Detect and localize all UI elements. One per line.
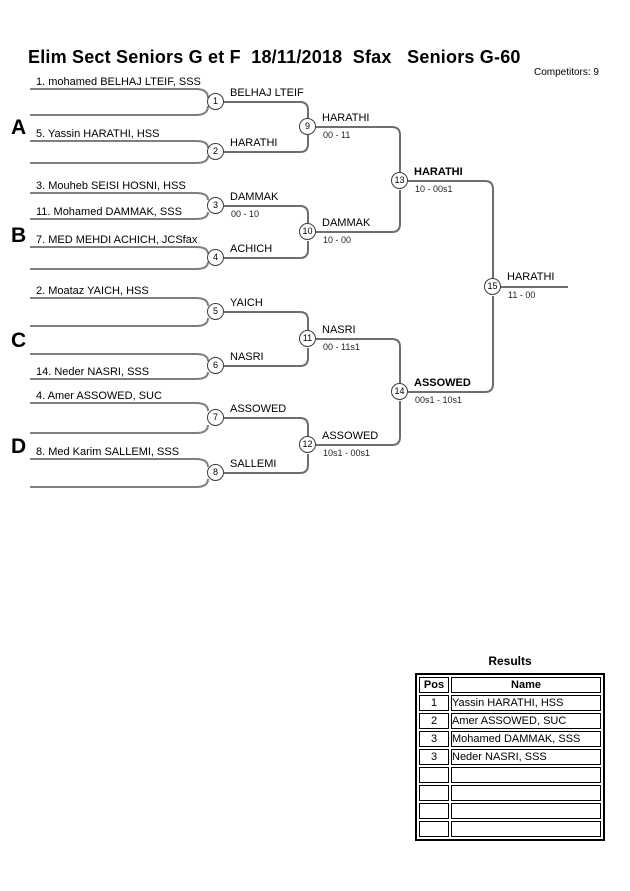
player-entry: 8. Med Karim SALLEMI, SSS — [36, 446, 180, 458]
table-row — [419, 767, 601, 783]
match-6-winner: NASRI — [230, 351, 264, 363]
match-12-badge: 12 — [299, 436, 316, 453]
table-row: 1 Yassin HARATHI, HSS — [419, 695, 601, 711]
results-title: Results — [488, 654, 532, 668]
player-entry: 2. Moataz YAICH, HSS — [36, 285, 149, 297]
cell-pos: 2 — [419, 713, 449, 729]
player-entry: 1. mohamed BELHAJ LTEIF, SSS — [36, 76, 201, 88]
player-entry: 11. Mohamed DAMMAK, SSS — [36, 206, 182, 218]
match-9-badge: 9 — [299, 118, 316, 135]
competitors-count: Competitors: 9 — [533, 67, 599, 78]
match-12-score: 10s1 - 00s1 — [323, 448, 371, 458]
match-1-winner: BELHAJ LTEIF — [230, 87, 304, 99]
table-row: 3 Mohamed DAMMAK, SSS — [419, 731, 601, 747]
cell-name: Yassin HARATHI, HSS — [451, 695, 601, 711]
match-14-winner: ASSOWED — [414, 377, 471, 389]
match-15-score: 11 - 00 — [508, 290, 536, 300]
player-entry: 3. Mouheb SEISI HOSNI, HSS — [36, 180, 186, 192]
cell-pos — [419, 821, 449, 837]
player-entry: 7. MED MEHDI ACHICH, JCSfax — [36, 234, 198, 246]
player-entry: 14. Neder NASRI, SSS — [36, 366, 150, 378]
match-15-winner: HARATHI — [507, 271, 555, 283]
player-entry: 4. Amer ASSOWED, SUC — [36, 390, 162, 402]
match-10-winner: DAMMAK — [322, 217, 371, 229]
match-3-badge: 3 — [207, 197, 224, 214]
col-header-pos: Pos — [419, 677, 449, 693]
cell-pos — [419, 803, 449, 819]
cell-pos: 3 — [419, 749, 449, 765]
match-13-score: 10 - 00s1 — [415, 184, 453, 194]
table-row — [419, 785, 601, 801]
table-row: 2 Amer ASSOWED, SUC — [419, 713, 601, 729]
section-label-c: C — [11, 329, 27, 352]
match-8-winner: SALLEMI — [230, 458, 277, 470]
match-4-badge: 4 — [207, 249, 224, 266]
cell-name — [451, 785, 601, 801]
match-6-badge: 6 — [207, 357, 224, 374]
match-10-score: 10 - 00 — [323, 235, 352, 245]
table-row — [419, 803, 601, 819]
match-5-badge: 5 — [207, 303, 224, 320]
match-14-badge: 14 — [391, 383, 408, 400]
match-3-score: 00 - 10 — [231, 209, 260, 219]
match-1-badge: 1 — [207, 93, 224, 110]
cell-name: Neder NASRI, SSS — [451, 749, 601, 765]
match-13-winner: HARATHI — [414, 166, 463, 178]
cell-name: Amer ASSOWED, SUC — [451, 713, 601, 729]
cell-pos: 3 — [419, 731, 449, 747]
match-9-winner: HARATHI — [322, 112, 370, 124]
match-12-winner: ASSOWED — [322, 430, 379, 442]
cell-pos — [419, 767, 449, 783]
match-11-score: 00 - 11s1 — [323, 342, 360, 352]
results-header-row: Pos Name — [419, 677, 601, 693]
match-7-winner: ASSOWED — [230, 403, 287, 415]
match-11-badge: 11 — [299, 330, 316, 347]
match-7-badge: 7 — [207, 409, 224, 426]
match-8-badge: 8 — [207, 464, 224, 481]
match-2-badge: 2 — [207, 143, 224, 160]
cell-pos — [419, 785, 449, 801]
section-label-b: B — [11, 224, 27, 247]
cell-name — [451, 821, 601, 837]
table-row — [419, 821, 601, 837]
match-3-winner: DAMMAK — [230, 191, 279, 203]
col-header-name: Name — [451, 677, 601, 693]
results-table: Pos Name 1 Yassin HARATHI, HSS 2 Amer AS… — [415, 673, 605, 841]
match-4-winner: ACHICH — [230, 243, 273, 255]
match-10-badge: 10 — [299, 223, 316, 240]
cell-name — [451, 767, 601, 783]
match-11-winner: NASRI — [322, 324, 356, 336]
cell-pos: 1 — [419, 695, 449, 711]
page-title: Elim Sect Seniors G et F 18/11/2018 Sfax… — [28, 47, 521, 67]
match-15-badge: 15 — [484, 278, 501, 295]
match-14-score: 00s1 - 10s1 — [415, 395, 463, 405]
match-5-winner: YAICH — [230, 297, 263, 309]
match-2-winner: HARATHI — [230, 137, 278, 149]
table-row: 3 Neder NASRI, SSS — [419, 749, 601, 765]
match-9-score: 00 - 11 — [323, 130, 351, 140]
cell-name: Mohamed DAMMAK, SSS — [451, 731, 601, 747]
section-label-d: D — [11, 435, 27, 458]
results-panel: Results Pos Name 1 Yassin HARATHI, HSS 2… — [415, 654, 605, 841]
player-entry: 5. Yassin HARATHI, HSS — [36, 128, 160, 140]
match-13-badge: 13 — [391, 172, 408, 189]
cell-name — [451, 803, 601, 819]
section-label-a: A — [11, 116, 27, 139]
